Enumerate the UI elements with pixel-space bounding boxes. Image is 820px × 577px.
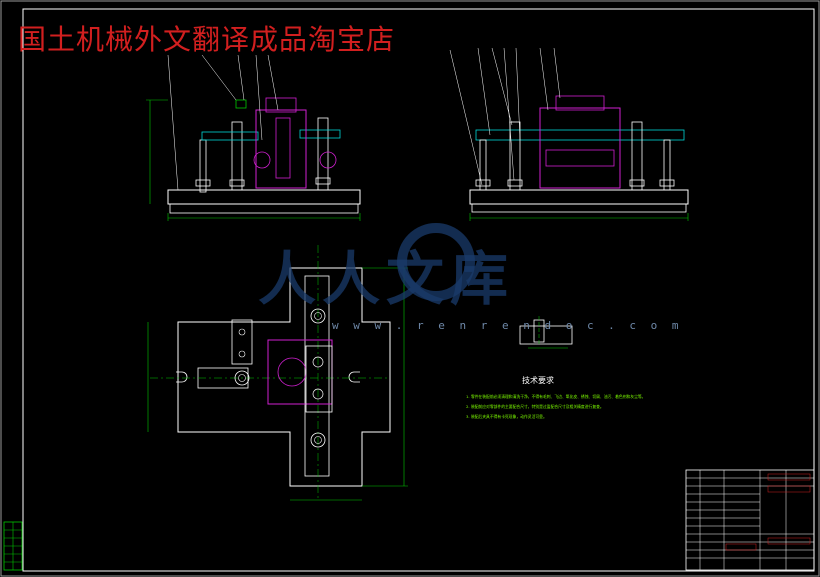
watermark-title: 国土机械外文翻译成品淘宝店 — [18, 23, 396, 56]
drawing-border-inner — [22, 8, 815, 572]
left-side-strip — [3, 521, 23, 571]
technical-requirement-line-1: 1. 零件在装配前必须清理和清洗干净，不得有毛刺、飞边、氧化皮、锈蚀、切屑、油污… — [466, 394, 646, 399]
site-logo-text: 人人文库 — [258, 245, 515, 313]
technical-requirement-line-2: 2. 装配前应对零部件的主要配合尺寸，特别是过盈配合尺寸及相关精度进行复查。 — [466, 404, 604, 409]
detail-view — [519, 316, 573, 349]
site-url: w w w . r e n r e n d o c . c o m — [332, 319, 683, 332]
front-view — [146, 54, 361, 221]
title-block — [685, 469, 815, 571]
site-logo-mark — [397, 223, 475, 301]
top-view — [147, 245, 408, 501]
technical-requirements-title: 技术要求 — [522, 376, 554, 385]
technical-requirement-line-3: 3. 装配后夹具不得有卡死现象，动作灵活可靠。 — [466, 414, 547, 419]
side-view — [449, 47, 689, 221]
